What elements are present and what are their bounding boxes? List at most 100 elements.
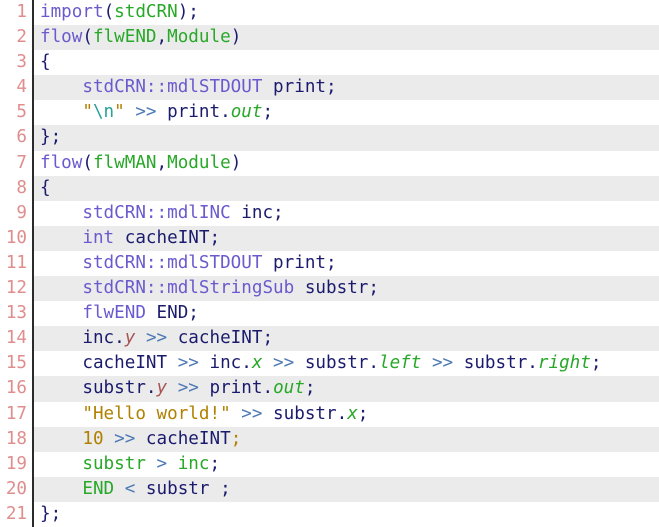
line-number: 3 [0, 50, 34, 76]
token-op: >> [177, 353, 199, 374]
token-pl: cacheINT [40, 353, 178, 374]
code-content: stdCRN::mdlINC inc; [34, 201, 659, 226]
code-line-4: 4 stdCRN::mdlSTDOUT print; [0, 75, 659, 101]
token-pl: }; [40, 503, 62, 524]
token-op: >> [145, 328, 168, 349]
token-pl: ( [103, 2, 115, 22]
token-gr: inc [177, 453, 210, 474]
line-number: 10 [0, 225, 34, 251]
token-op: >> [431, 353, 454, 374]
token-pl: ( [82, 152, 93, 173]
code-line-9: 9 stdCRN::mdlINC inc; [0, 200, 659, 226]
token-gr: Module [167, 27, 231, 48]
token-op: >> [273, 353, 295, 374]
code-line-18: 18 10 >> cacheINT; [0, 426, 659, 452]
token-pl: { [40, 177, 51, 198]
line-number: 16 [0, 376, 34, 402]
line-number: 11 [0, 250, 34, 277]
code-content: import(stdCRN); [34, 0, 659, 25]
token-pl [40, 203, 82, 223]
token-pl: print. [156, 102, 231, 123]
token-pl: cacheINT; [114, 227, 221, 248]
token-kw: import [40, 2, 104, 22]
token-st: " [82, 102, 93, 123]
token-pl: substr. [262, 403, 348, 424]
token-pl [421, 353, 432, 373]
code-content: { [34, 175, 659, 201]
token-pg: out [273, 378, 305, 399]
line-number: 17 [0, 401, 34, 427]
code-content: stdCRN::mdlSTDOUT print; [34, 75, 659, 101]
line-number: 5 [0, 100, 34, 126]
token-pl: substr. [294, 353, 379, 374]
code-line-10: 10 int cacheINT; [0, 225, 659, 251]
token-kw: stdCRN::mdlINC [82, 202, 231, 223]
line-number: 13 [0, 301, 34, 327]
token-kw: stdCRN::mdlSTDOUT [82, 77, 263, 98]
token-pl: ( [82, 27, 93, 48]
token-pl [40, 278, 82, 298]
code-content: inc.y >> cacheINT; [34, 326, 659, 352]
token-op: >> [241, 403, 263, 424]
code-line-11: 11 stdCRN::mdlSTDOUT print; [0, 250, 659, 277]
code-content: "Hello world!" >> substr.x; [34, 402, 659, 427]
token-pl [262, 353, 273, 373]
code-content: substr > inc; [34, 452, 659, 477]
code-line-15: 15 cacheINT >> inc.x >> substr.left >> s… [0, 351, 659, 377]
code-line-8: 8{ [0, 175, 659, 201]
token-pl [40, 479, 82, 499]
token-pl: ; [304, 378, 316, 399]
token-pl: print; [262, 77, 337, 98]
line-number: 8 [0, 175, 34, 201]
token-pg: right [537, 353, 591, 374]
token-kw: flow [40, 152, 83, 173]
code-line-3: 3{ [0, 50, 659, 76]
line-number: 18 [0, 426, 34, 452]
token-op: >> [114, 428, 136, 449]
token-pg: x [347, 403, 358, 424]
code-line-20: 20 END < substr ; [0, 476, 659, 502]
token-pl: , [156, 152, 168, 173]
token-nu: ; [230, 428, 242, 449]
token-pl: ); [177, 2, 199, 22]
token-pl: substr. [453, 353, 538, 374]
code-line-6: 6}; [0, 125, 659, 151]
token-pg: x [251, 353, 263, 374]
token-pl [167, 454, 178, 474]
token-pl: ; [262, 102, 274, 123]
code-line-14: 14 inc.y >> cacheINT; [0, 326, 659, 352]
token-pr: y [124, 328, 136, 349]
token-pl [114, 479, 125, 499]
code-content: "\n" >> print.out; [34, 100, 659, 125]
token-pg: out [230, 102, 263, 123]
code-line-13: 13 flwEND END; [0, 301, 659, 327]
token-gr: Module [167, 152, 231, 173]
token-kw: flwEND [82, 303, 146, 324]
code-content: 10 >> cacheINT; [34, 426, 659, 452]
token-pl [146, 454, 157, 474]
token-st: "Hello world!" [82, 403, 231, 424]
code-content: { [34, 50, 659, 75]
token-kw: stdCRN::mdlStringSub [82, 278, 295, 299]
token-pl [40, 303, 82, 323]
code-content: flow(flwEND,Module) [34, 25, 659, 51]
token-kw: int [82, 227, 115, 248]
code-line-5: 5 "\n" >> print.out; [0, 100, 659, 126]
token-es: \n [92, 102, 115, 123]
code-content: flow(flwMAN,Module) [34, 151, 659, 176]
token-gr: flwEND [92, 27, 157, 48]
token-st: " [114, 102, 125, 123]
token-gr: flwMAN [92, 152, 157, 173]
token-pl: inc; [230, 202, 284, 223]
token-pl [40, 102, 82, 122]
token-kw: flow [40, 27, 83, 48]
code-line-17: 17 "Hello world!" >> substr.x; [0, 401, 659, 427]
line-number: 2 [0, 25, 34, 51]
token-pl: ; [209, 453, 221, 474]
token-pl: { [40, 52, 51, 73]
token-pl: ; [590, 353, 602, 374]
line-number: 15 [0, 351, 34, 377]
